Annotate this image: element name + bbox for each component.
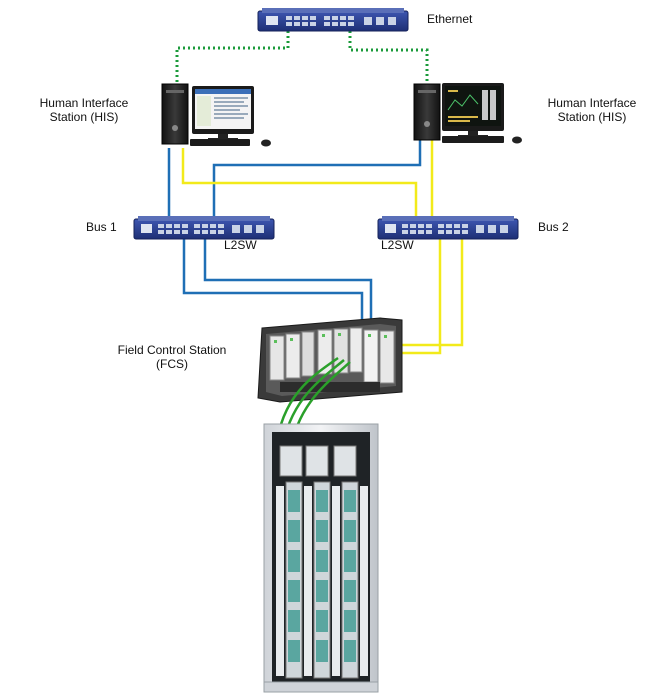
mouse-right [512, 136, 522, 144]
ethernet-switch [257, 8, 409, 32]
io-cabinet [263, 423, 379, 693]
his-left-label: Human Interface Station (HIS) [28, 96, 140, 124]
keyboard-right [442, 136, 504, 143]
ethernet-links [175, 26, 429, 84]
field-control-station [257, 317, 403, 403]
bus2-label: Bus 2 [538, 220, 569, 234]
ethernet-link-left [175, 26, 290, 84]
bus1-links [167, 140, 422, 340]
pc-tower-right [413, 83, 441, 141]
monitor-right [442, 83, 504, 138]
his-right-label-line2: Station (HIS) [557, 110, 627, 124]
bus1-link-fcs-a [182, 238, 364, 340]
monitor-left [192, 86, 254, 141]
keyboard-left [190, 139, 250, 146]
mouse-left [261, 139, 271, 147]
cabinet-terminal-columns [276, 481, 368, 679]
fcs-modules [269, 327, 395, 384]
l2sw-right-label: L2SW [381, 238, 414, 252]
bus1-switch [133, 216, 275, 240]
fcs-label-line1: Field Control Station [117, 343, 227, 357]
ethernet-link-right [348, 26, 429, 84]
bus2-link-his-left [181, 148, 418, 222]
fcs-label: Field Control Station (FCS) [108, 343, 236, 371]
bus2-switch [377, 216, 519, 240]
ethernet-label: Ethernet [427, 12, 473, 26]
his-left-workstation [161, 83, 271, 147]
l2sw-left-label: L2SW [224, 238, 257, 252]
bus1-label: Bus 1 [86, 220, 117, 234]
his-right-label-line1: Human Interface [547, 96, 637, 110]
his-right-label: Human Interface Station (HIS) [536, 96, 648, 124]
fcs-label-line2: (FCS) [156, 357, 188, 371]
pc-tower-left [161, 83, 189, 145]
his-left-label-line2: Station (HIS) [49, 110, 119, 124]
bus1-link-fcs-b [203, 238, 373, 340]
his-right-workstation [413, 83, 522, 144]
bus2-link-fcs-b [378, 238, 464, 347]
bus1-link-his-right [212, 140, 422, 222]
his-left-label-line1: Human Interface [39, 96, 129, 110]
